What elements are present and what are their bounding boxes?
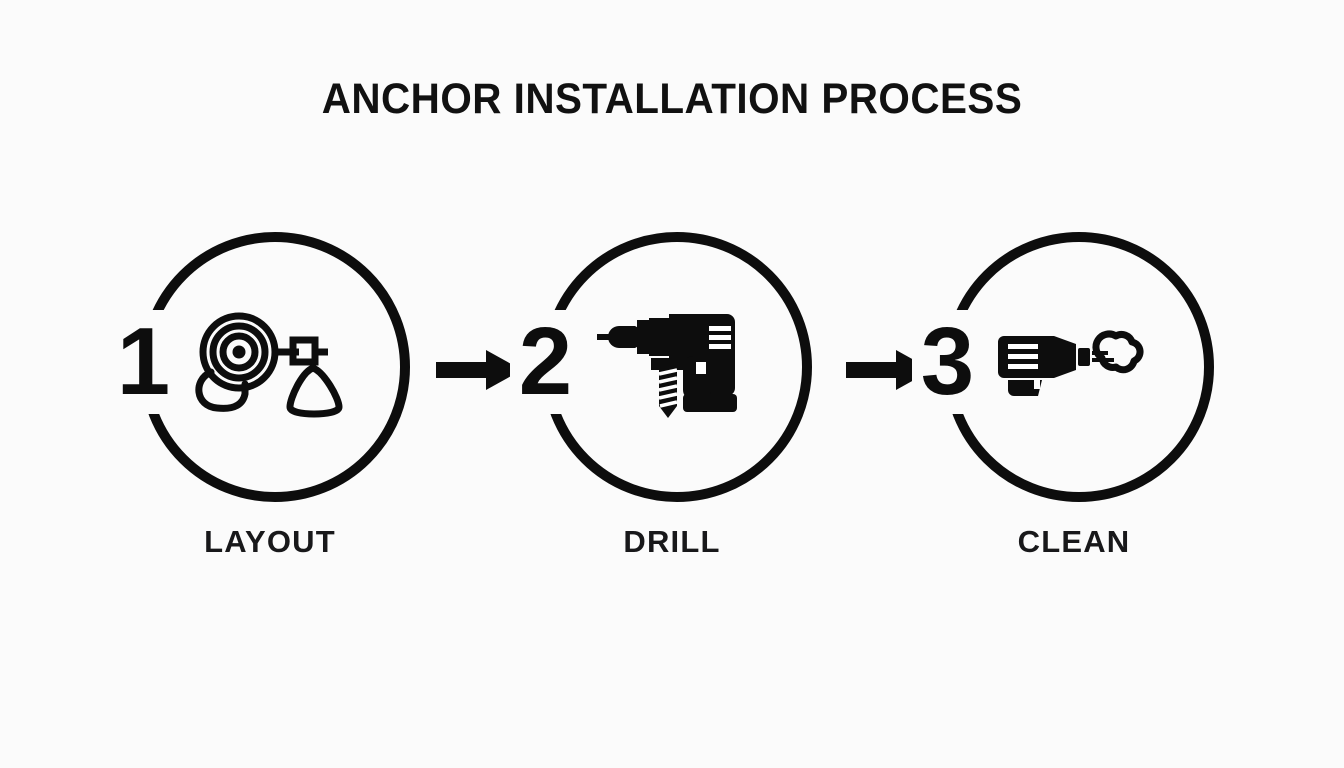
power-drill-icon [587,306,757,426]
step-3-number: 3 [912,310,982,414]
step-2-number: 2 [510,310,580,414]
step-1-circle: 1 [108,232,410,502]
process-steps: 1 LAYOUT [0,232,1344,592]
step-2-label: DRILL [623,524,721,559]
arrow-step-1-to-2 [436,348,522,392]
process-step-3[interactable]: 3 CLEAN [912,232,1214,592]
hose-reel-and-cone-icon [185,306,355,426]
step-2-circle: 2 [510,232,812,502]
process-step-2[interactable]: 2 DRILL [510,232,812,592]
step-1-number: 1 [108,310,178,414]
step-1-label: LAYOUT [204,524,336,559]
step-3-label: CLEAN [1017,524,1131,559]
process-step-1[interactable]: 1 LAYOUT [108,232,410,592]
step-3-circle: 3 [912,232,1214,502]
air-blower-icon [989,306,1159,426]
page-title: ANCHOR INSTALLATION PROCESS [321,75,1023,123]
